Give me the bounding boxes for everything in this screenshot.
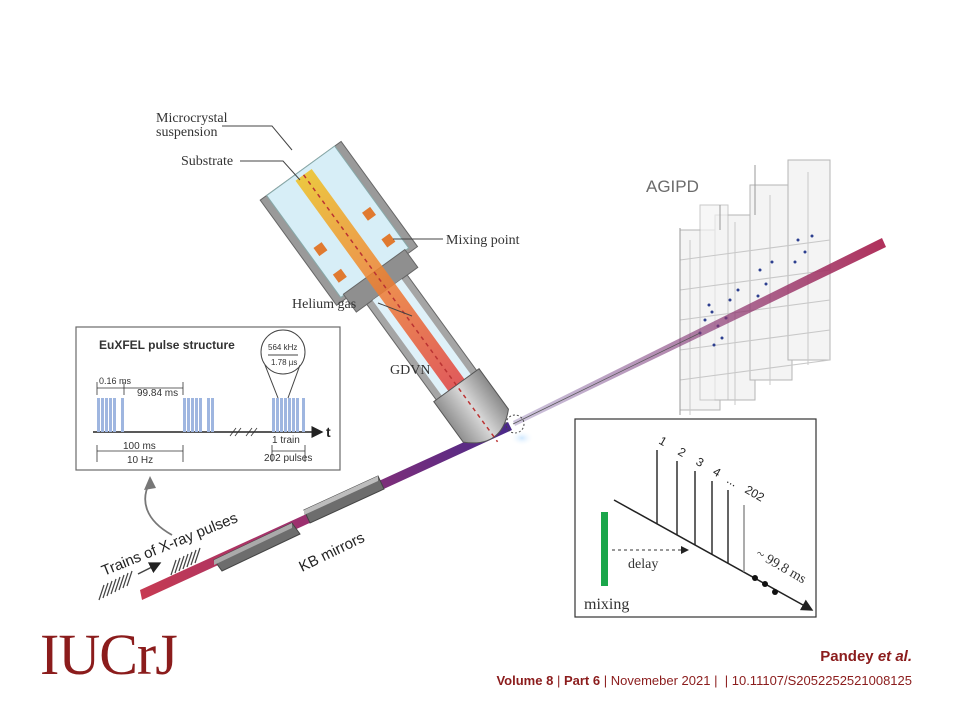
gdvn-nozzle <box>259 140 534 446</box>
pulse-structure-inset: EuXFEL pulse structure t <box>75 326 341 471</box>
delay-label: delay <box>628 557 658 572</box>
citation-doi: 10.11107/S2052252521008125 <box>731 673 912 688</box>
citation-part: Part 6 <box>563 673 601 688</box>
agipd-label: AGIPD <box>646 177 699 196</box>
journal-logo: IUCrJ <box>40 622 178 687</box>
author-suffix: et al. <box>877 648 912 665</box>
spacing-label: 1.78 µs <box>271 358 297 367</box>
agipd-detector: AGIPD <box>646 159 831 415</box>
rate-label: 564 kHz <box>268 343 297 352</box>
substrate-label: Substrate <box>181 154 233 169</box>
microcrystal-label-line2: suspension <box>156 125 217 140</box>
mixing-bar <box>601 512 608 586</box>
pulses-label: 202 pulses <box>264 453 312 464</box>
citation-line: Volume 8 | Part 6 | Novemeber 2021 | | 1… <box>496 673 912 688</box>
xray-trains-label: Trains of X-ray pulses <box>99 510 240 580</box>
author-line: Pandey et al. <box>820 648 912 665</box>
gdvn-label: GDVN <box>390 363 430 378</box>
inset-title: EuXFEL pulse structure <box>99 338 235 352</box>
gap-016-label: 0.16 ms <box>99 376 132 386</box>
citation-volume: Volume 8 <box>496 673 554 688</box>
period-label: 100 ms <box>123 441 156 452</box>
delay-timing-inset: mixing delay 1 2 3 4 ... 202 ~ 99.8 ms <box>574 418 817 618</box>
kb-mirrors-label: KB mirrors <box>296 529 367 575</box>
author-name: Pandey <box>820 648 874 665</box>
helium-gas-label: Helium gas <box>292 297 356 312</box>
train-label: 1 train <box>272 435 300 446</box>
xray-pulse-trains <box>98 547 201 601</box>
mixing-label: mixing <box>584 596 629 613</box>
inset-link-arrow <box>144 481 173 536</box>
nozzle-labels <box>222 125 443 317</box>
mixing-point-label: Mixing point <box>446 233 520 248</box>
microcrystal-label-line1: Microcrystal <box>156 111 228 126</box>
freq-label: 10 Hz <box>127 455 153 466</box>
gap-9984-label: 99.84 ms <box>137 388 178 399</box>
time-axis-label: t <box>326 424 331 440</box>
citation-date: Novemeber 2021 <box>610 673 711 688</box>
